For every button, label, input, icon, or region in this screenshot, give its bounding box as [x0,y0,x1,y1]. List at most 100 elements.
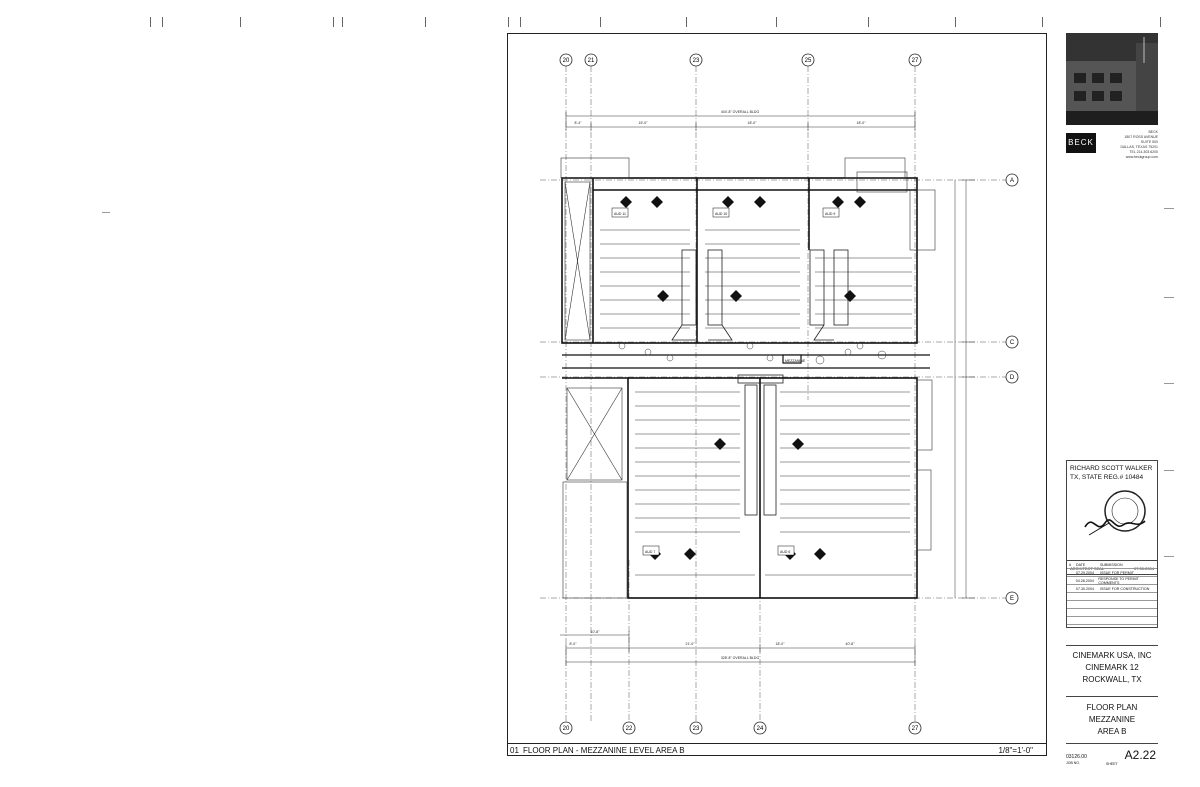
client-line: CINEMARK USA, INC [1072,651,1152,660]
grid-label-right: D [1010,375,1015,381]
revision-row: 07.29.2004 ISSUE FOR PERMIT [1067,569,1157,577]
margin-tick [333,17,334,27]
upper-walls [561,177,918,344]
grid-lines [540,66,1006,722]
margin-tick [1160,17,1161,27]
dim-bottom: 40'-8" [846,642,856,646]
margin-tick [102,212,110,213]
corridor [562,354,930,369]
margin-tick [150,17,151,27]
sheet-title-line: AREA B [1097,727,1127,736]
rev-submission: RESPONSE TO PERMIT COMMENTS [1098,576,1139,585]
address-line: DALLAS, TEXAS 75201 [1120,145,1159,149]
margin-tick [1042,17,1043,27]
grid-label-top: 23 [693,58,700,64]
grid-label-right: C [1010,340,1015,346]
address-line: TEL 214.303.6200 [1129,150,1158,154]
mezzanine-tag: MEZZANINE [785,359,806,363]
caption-number: 01 [510,746,519,755]
rev-date: 04.28.2004 [1075,578,1094,583]
address-line: BECK [1148,130,1158,134]
dim-top: 18'-0" [748,121,758,125]
lower-wall-details [562,379,933,599]
rev-col-date: DATE [1076,562,1086,567]
client-line: ROCKWALL, TX [1082,675,1142,684]
drawing-sheet [507,33,1047,756]
dim-bottom: 8'-0" [570,642,578,646]
margin-tick [600,17,601,27]
aud-label: AUD 10 [715,212,727,216]
margin-tick [1164,470,1174,471]
margin-tick [1164,556,1174,557]
margin-tick [162,17,163,27]
grid-label-bottom: 20 [563,726,570,732]
address-line: SUITE 500 [1140,140,1158,144]
caption-title: FLOOR PLAN - MEZZANINE LEVEL AREA B [523,746,685,755]
job-label: JOB NO. [1066,761,1081,765]
lower-walls [562,377,918,599]
sheet-title: FLOOR PLAN MEZZANINE AREA B [1066,698,1158,744]
aud-label: AUD 9 [825,212,835,216]
revision-row: 04.28.2004 RESPONSE TO PERMIT COMMENTS [1067,577,1157,585]
margin-tick [1164,208,1174,209]
margin-tick [1164,297,1174,298]
margin-tick [425,17,426,27]
dim-top: 18'-0" [857,121,867,125]
dim-bottom: 21'-0" [686,642,696,646]
dim-bottom: 10'-8" [591,630,601,634]
rev-submission: ISSUE FOR CONSTRUCTION [1100,586,1150,591]
address-line: www.beckgroup.com [1125,155,1158,159]
job-number: 03126.00 [1066,754,1087,760]
architect-name: RICHARD SCOTT WALKER [1070,465,1153,472]
revision-row-empty [1067,601,1157,609]
bottom-dimensions [560,631,916,666]
revision-row-empty [1067,617,1157,625]
margin-tick [1164,383,1174,384]
grid-label-bottom: 27 [912,726,919,732]
upper-ramps [671,249,849,341]
margin-tick [520,17,521,27]
sheet-number: A2.22 [1124,748,1156,762]
building-photo-image [1066,33,1158,125]
overall-dim-bottom: 328'-8" OVERALL BLDG [721,656,760,660]
client-line: CINEMARK 12 [1085,663,1139,672]
drawing-caption: 01 FLOOR PLAN - MEZZANINE LEVEL AREA B 1… [507,743,1047,757]
revision-row-empty [1067,609,1157,617]
grid-label-top: 27 [912,58,919,64]
grid-label-right: A [1010,178,1014,184]
overall-dim-top: 404'-8" OVERALL BLDG [721,110,760,114]
architect-registration: TX, STATE REG.# 10484 [1070,474,1144,481]
revision-row-empty [1067,593,1157,601]
architect-seal-box: RICHARD SCOTT WALKER TX, STATE REG.# 104… [1066,460,1158,575]
dim-top: 8'-4" [575,121,583,125]
sheet-title-line: MEZZANINE [1088,715,1136,724]
rev-date: 07.30.2004 [1076,586,1094,591]
upper-wall-details [560,157,936,341]
dim-top: 15'-0" [639,121,649,125]
grid-label-top: 21 [588,58,595,64]
margin-tick [686,17,687,27]
lower-seating [635,391,912,576]
revision-table: # DATE SUBMISSION 07.29.2004 ISSUE FOR P… [1066,560,1158,628]
revision-header: # DATE SUBMISSION [1067,561,1157,569]
margin-tick [776,17,777,27]
margin-tick [955,17,956,27]
grid-label-top: 25 [805,58,812,64]
architect-info: RICHARD SCOTT WALKER TX, STATE REG.# 104… [1070,464,1152,482]
top-dimensions [565,112,916,131]
sheet-label: SHEET [1106,762,1118,766]
margin-tick [868,17,869,27]
building-photo [1066,33,1158,125]
drawing-scale: 1/8"=1'-0" [998,746,1033,755]
right-dimensions [954,179,975,599]
sheet-footer: 03126.00 JOB NO. A2.22 SHEET [1066,748,1158,770]
firm-address: BECK 1807 ROSS AVENUE SUITE 500 DALLAS, … [1098,130,1159,160]
upper-seating [600,229,912,329]
client-info: CINEMARK USA, INC CINEMARK 12 ROCKWALL, … [1066,645,1158,697]
grid-label-bottom: 24 [757,726,764,732]
rev-submission: ISSUE FOR PERMIT [1100,570,1134,575]
grid-label-top: 20 [563,58,570,64]
aud-label: AUD 11 [614,212,626,216]
address-line: 1807 ROSS AVENUE [1124,135,1158,139]
